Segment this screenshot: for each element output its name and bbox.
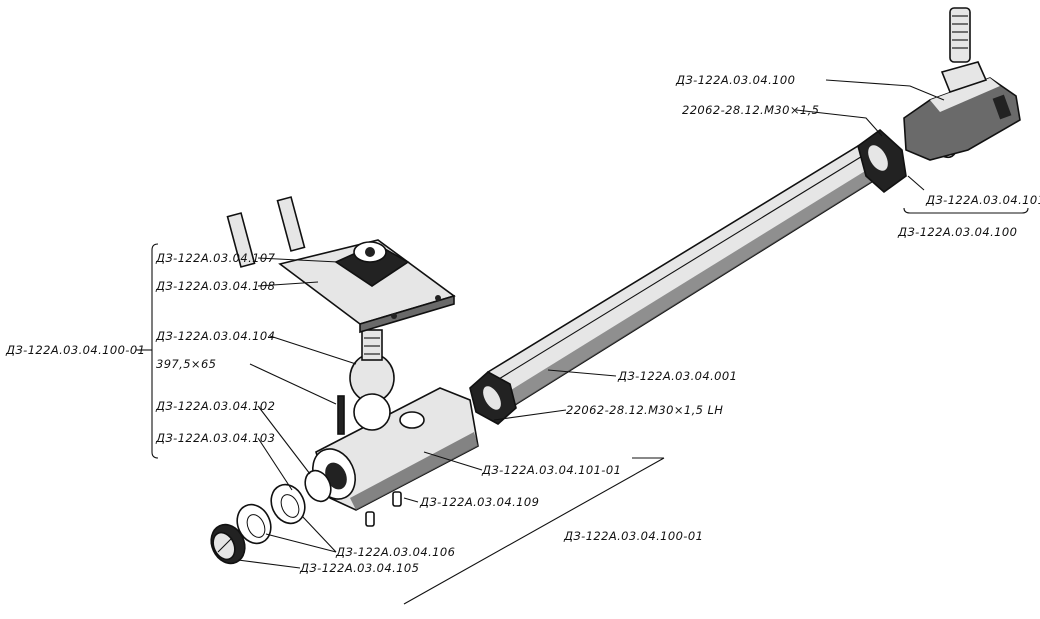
label-107: ДЗ-122А.03.04.107 [155,251,276,265]
label-108: ДЗ-122А.03.04.108 [155,279,275,293]
label-103: ДЗ-122А.03.04.103 [155,431,275,445]
ring-106 [236,483,306,545]
label-top-end-assembly: ДЗ-122А.03.04.100 [675,73,795,87]
left-nut-lh [469,371,517,425]
label-body-101: ДЗ-122А.03.04.101-01 [481,463,621,477]
label-102: ДЗ-122А.03.04.102 [155,399,275,413]
label-104: ДЗ-122А.03.04.104 [155,329,275,343]
label-nut-lh: 22062-28.12.М30×1,5 LH [566,403,723,417]
label-ring-106: ДЗ-122А.03.04.106 [335,545,455,559]
label-left-group: ДЗ-122А.03.04.100-01 [5,343,145,357]
label-top-ring-a: ДЗ-122А.03.04.101- [925,193,1040,207]
pin-109 [365,491,402,527]
ring-103 [304,469,332,503]
leader-lines [136,79,1029,605]
right-nut [857,128,907,194]
right-stud [949,7,971,63]
label-pin-109: ДЗ-122А.03.04.109 [419,495,539,509]
label-rod: ДЗ-122А.03.04.001 [617,369,737,383]
label-plug-105: ДЗ-122А.03.04.105 [299,561,419,575]
ball-joint [349,329,395,431]
label-top-ring-b: ДЗ-122А.03.04.100 [897,225,1017,239]
right-tip-body [903,61,1021,161]
label-pin-397: 397,5×65 [156,357,216,371]
label-top-nut: 22062-28.12.М30×1,5 [682,103,819,117]
pin-397 [337,395,345,435]
label-assembly-bottom: ДЗ-122А.03.04.100-01 [563,529,703,543]
plug-105 [210,523,246,565]
